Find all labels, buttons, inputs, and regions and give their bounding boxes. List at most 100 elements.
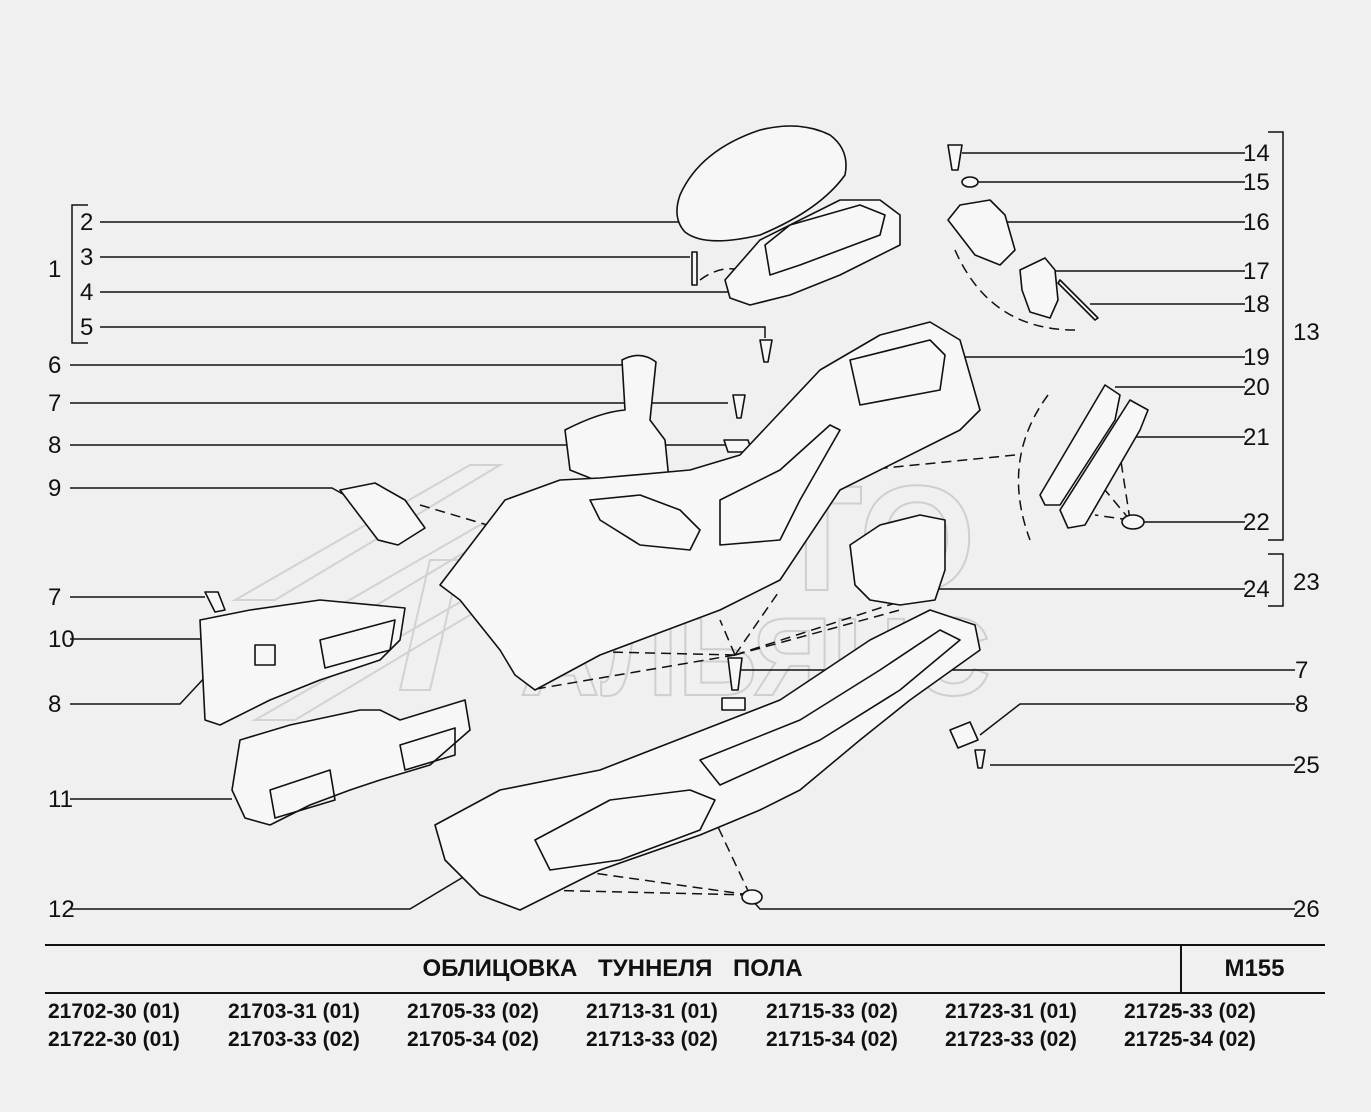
group-brackets xyxy=(71,131,1284,607)
callout-22: 22 xyxy=(1243,509,1270,536)
pin xyxy=(691,251,698,286)
model-code: 21705-33 (02) xyxy=(407,1000,539,1023)
document-code: М155 xyxy=(1224,955,1285,982)
model-column: 21715-33 (02) 21715-34 (02) xyxy=(766,998,941,1054)
side-trim-vent xyxy=(399,727,456,771)
callout-26: 26 xyxy=(1293,896,1320,923)
model-column: 21723-31 (01) 21723-33 (02) xyxy=(945,998,1120,1054)
callout-23: 23 xyxy=(1293,569,1320,596)
model-code: 21713-33 (02) xyxy=(586,1028,718,1051)
callout-18: 18 xyxy=(1243,291,1270,318)
side-panel-left-vent xyxy=(319,619,396,669)
nut-26 xyxy=(741,889,763,905)
bracket-group-13 xyxy=(1268,131,1284,541)
screw-7-center xyxy=(727,657,743,691)
callout-10: 10 xyxy=(48,626,75,653)
model-code: 21702-30 (01) xyxy=(48,1000,180,1023)
bracket-group-1 xyxy=(71,204,88,344)
side-panel-left xyxy=(199,599,406,726)
model-column: 21703-31 (01) 21703-33 (02) xyxy=(228,998,403,1054)
leader-lines xyxy=(70,152,1295,910)
callout-19: 19 xyxy=(1243,344,1270,371)
callout-25: 25 xyxy=(1293,752,1320,779)
latch xyxy=(1019,257,1059,319)
armrest-base xyxy=(724,199,901,306)
callout-14: 14 xyxy=(1243,140,1270,167)
document-title: ОБЛИЦОВКА ТУННЕЛЯ ПОЛА xyxy=(422,955,803,982)
model-code: 21715-34 (02) xyxy=(766,1028,898,1051)
console-main xyxy=(439,321,981,691)
screw-14 xyxy=(947,144,963,171)
model-code: 21723-31 (01) xyxy=(945,1000,1077,1023)
side-trim-window xyxy=(269,769,336,819)
callout-7-right: 7 xyxy=(1295,657,1308,684)
callout-7-left: 7 xyxy=(48,584,61,611)
mat xyxy=(339,482,426,546)
callout-24: 24 xyxy=(1243,576,1270,603)
callout-16: 16 xyxy=(1243,209,1270,236)
screw-armrest xyxy=(759,339,773,363)
model-code: 21725-34 (02) xyxy=(1124,1028,1256,1051)
console-pocket xyxy=(719,424,841,546)
callout-6: 6 xyxy=(48,352,61,379)
model-code: 21713-31 (01) xyxy=(586,1000,718,1023)
callout-13: 13 xyxy=(1293,319,1320,346)
callout-21: 21 xyxy=(1243,424,1270,451)
bracket-25 xyxy=(949,721,979,749)
armrest-cushion xyxy=(676,125,847,242)
tunnel-base xyxy=(434,609,981,911)
model-code: 21725-33 (02) xyxy=(1124,1000,1256,1023)
callout-3: 3 xyxy=(80,244,93,271)
side-panel-right xyxy=(849,514,946,606)
screw-7 xyxy=(732,394,746,419)
exploded-view-diagram: АВТО АЛЬЯНС xyxy=(48,125,1320,923)
rod xyxy=(1057,279,1099,321)
screw-25 xyxy=(974,749,986,769)
console-cupholder xyxy=(589,494,701,551)
document-code-cell: М155 xyxy=(1180,946,1327,992)
parts xyxy=(199,125,1149,911)
rail-21 xyxy=(1059,399,1149,529)
model-column: 21713-31 (01) 21713-33 (02) xyxy=(586,998,761,1054)
model-code: 21722-30 (01) xyxy=(48,1028,180,1051)
model-column: 21725-33 (02) 21725-34 (02) xyxy=(1124,998,1299,1054)
nut-22 xyxy=(1121,514,1145,530)
callout-5: 5 xyxy=(80,314,93,341)
assembly-lines xyxy=(419,249,1131,896)
title-bar: ОБЛИЦОВКА ТУННЕЛЯ ПОЛА М155 xyxy=(45,944,1325,994)
bracket-20 xyxy=(1039,384,1121,506)
callout-7-screw: 7 xyxy=(48,390,61,417)
model-code: 21715-33 (02) xyxy=(766,1000,898,1023)
callout-15: 15 xyxy=(1243,169,1270,196)
callout-8-right: 8 xyxy=(1295,691,1308,718)
tunnel-base-opening xyxy=(534,789,716,871)
callout-1: 1 xyxy=(48,256,61,283)
model-code: 21703-31 (01) xyxy=(228,1000,360,1023)
bracket-group-23 xyxy=(1268,553,1284,607)
tunnel-base-channel xyxy=(699,629,961,786)
callout-4: 4 xyxy=(80,279,93,306)
callout-20: 20 xyxy=(1243,374,1270,401)
side-trim xyxy=(231,699,471,826)
callout-8-left: 8 xyxy=(48,691,61,718)
callout-numbers: 1 2 3 4 5 6 7 8 9 7 10 8 11 12 13 14 15 … xyxy=(48,140,1320,923)
console-slot xyxy=(849,339,946,406)
model-code: 21703-33 (02) xyxy=(228,1028,360,1051)
screw-7-left xyxy=(204,591,226,613)
model-column: 21702-30 (01) 21722-30 (01) xyxy=(48,998,223,1054)
callout-8-clip: 8 xyxy=(48,432,61,459)
callout-12: 12 xyxy=(48,896,75,923)
callout-17: 17 xyxy=(1243,258,1270,285)
model-code: 21705-34 (02) xyxy=(407,1028,539,1051)
clip-8-center xyxy=(721,697,746,711)
armrest-base-box xyxy=(764,204,886,276)
clip-8-left xyxy=(254,644,276,666)
hinge xyxy=(947,199,1016,266)
callout-9: 9 xyxy=(48,475,61,502)
model-code: 21723-33 (02) xyxy=(945,1028,1077,1051)
model-column: 21705-33 (02) 21705-34 (02) xyxy=(407,998,582,1054)
washer-15 xyxy=(961,176,979,188)
callout-11: 11 xyxy=(48,786,73,813)
model-list: 21702-30 (01) 21722-30 (01) 21703-31 (01… xyxy=(48,998,1338,1062)
